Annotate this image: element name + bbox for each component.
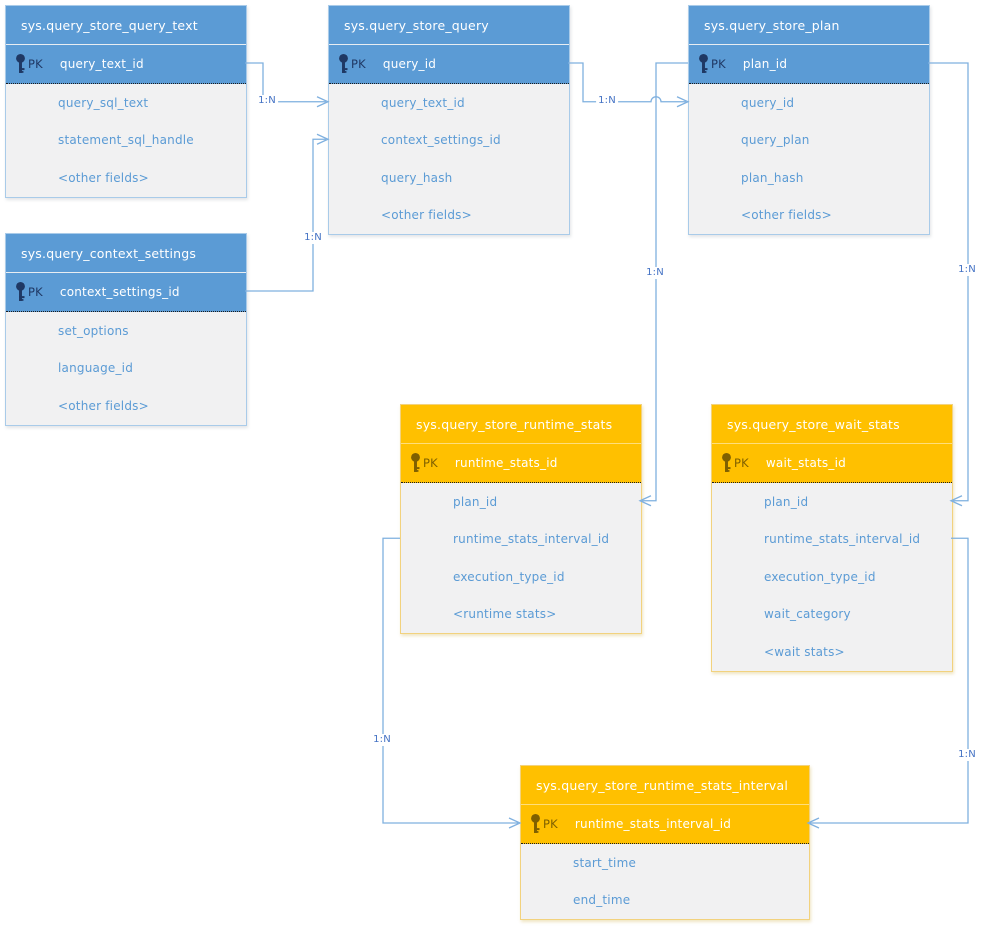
pk-field-name: plan_id: [742, 57, 788, 71]
field-row: query_text_id: [381, 95, 465, 110]
connector-querytext-to-query[interactable]: [245, 62, 330, 108]
many-arrowhead-icon: [638, 495, 652, 507]
pk-badge: PK: [351, 57, 366, 71]
cardinality-label: 1:N: [302, 232, 324, 244]
cardinality-label: 1:N: [371, 734, 393, 746]
table-title: sys.query_store_runtime_stats_interval: [521, 766, 809, 805]
field-row: runtime_stats_interval_id: [764, 532, 921, 547]
field-row: query_sql_text: [58, 95, 149, 110]
connector-line[interactable]: [245, 138, 326, 292]
primary-key-icon: [698, 54, 709, 74]
many-arrowhead-icon: [316, 96, 330, 108]
field-row: <wait stats>: [764, 644, 845, 659]
primary-key-icon: [530, 814, 541, 834]
pk-field-name: query_id: [382, 57, 437, 71]
field-row: end_time: [573, 893, 631, 908]
pk-field-name: runtime_stats_id: [454, 456, 558, 470]
pk-field-name: query_text_id: [59, 57, 144, 71]
field-row: <other fields>: [58, 170, 149, 185]
pk-field-name: runtime_stats_interval_id: [574, 817, 732, 831]
field-row: <runtime stats>: [453, 607, 557, 622]
pk-row: PK runtime_stats_interval_id: [521, 805, 809, 844]
field-row: query_plan: [741, 133, 810, 148]
field-row: start_time: [573, 855, 637, 870]
table-title: sys.query_store_runtime_stats: [401, 405, 641, 444]
pk-row: PK wait_stats_id: [712, 444, 952, 483]
cardinality-label: 1:N: [644, 267, 666, 279]
primary-key-icon: [338, 54, 349, 74]
pk-row: PK plan_id: [689, 45, 929, 84]
connector-line[interactable]: [568, 62, 686, 103]
connector-plan-to-runtimestats[interactable]: [638, 62, 688, 507]
connector-line[interactable]: [810, 537, 969, 824]
table-title: sys.query_store_wait_stats: [712, 405, 952, 444]
connector-line[interactable]: [642, 62, 688, 502]
pk-row: PK query_text_id: [6, 45, 246, 84]
many-arrowhead-icon: [806, 817, 820, 829]
field-row: language_id: [58, 361, 134, 376]
field-row: <other fields>: [741, 208, 832, 223]
pk-field-name: wait_stats_id: [765, 456, 846, 470]
field-row: <other fields>: [58, 398, 149, 413]
entity-query-context-settings[interactable]: sys.query_context_settings PK context_se…: [5, 233, 247, 426]
field-row: query_hash: [381, 170, 453, 185]
field-row: plan_hash: [741, 170, 804, 185]
pk-field-name: context_settings_id: [59, 285, 180, 299]
pk-badge: PK: [734, 456, 749, 470]
field-row: execution_type_id: [453, 569, 565, 584]
entity-query-store-plan[interactable]: sys.query_store_plan PK plan_id query_id…: [688, 5, 930, 235]
field-row: plan_id: [453, 494, 498, 509]
primary-key-icon: [15, 54, 26, 74]
connector-line[interactable]: [245, 62, 326, 103]
cardinality-label: 1:N: [596, 95, 618, 107]
entity-query-store-query[interactable]: sys.query_store_query PK query_id query_…: [328, 5, 570, 235]
pk-badge: PK: [28, 57, 43, 71]
field-row: wait_category: [764, 607, 851, 622]
pk-badge: PK: [543, 817, 558, 831]
field-row: query_id: [741, 95, 795, 110]
connector-runtimestats-to-interval[interactable]: [382, 537, 522, 829]
many-arrowhead-icon: [508, 817, 522, 829]
pk-badge: PK: [28, 285, 43, 299]
field-row: statement_sql_handle: [58, 133, 194, 148]
field-row: <other fields>: [381, 208, 472, 223]
cardinality-label: 1:N: [256, 95, 278, 107]
field-row: runtime_stats_interval_id: [453, 532, 610, 547]
entity-query-store-wait-stats[interactable]: sys.query_store_wait_stats PK wait_stats…: [711, 404, 953, 672]
primary-key-icon: [721, 453, 732, 473]
entity-query-store-runtime-stats-interval[interactable]: sys.query_store_runtime_stats_interval P…: [520, 765, 810, 920]
cardinality-label: 1:N: [956, 749, 978, 761]
many-arrowhead-icon: [949, 495, 963, 507]
pk-row: PK runtime_stats_id: [401, 444, 641, 483]
table-title: sys.query_store_query: [329, 6, 569, 45]
entity-query-store-runtime-stats[interactable]: sys.query_store_runtime_stats PK runtime…: [400, 404, 642, 634]
connector-line[interactable]: [928, 62, 969, 502]
connector-query-to-plan[interactable]: [568, 62, 690, 108]
many-arrowhead-icon: [676, 96, 690, 108]
connector-plan-to-waitstats[interactable]: [928, 62, 969, 507]
connector-waitstats-to-interval[interactable]: [806, 537, 969, 829]
table-title: sys.query_store_plan: [689, 6, 929, 45]
table-title: sys.query_context_settings: [6, 234, 246, 273]
pk-row: PK query_id: [329, 45, 569, 84]
field-row: plan_id: [764, 494, 809, 509]
connector-contextsettings-to-query[interactable]: [245, 133, 330, 292]
connector-line[interactable]: [382, 537, 518, 824]
field-row: set_options: [58, 323, 129, 338]
many-arrowhead-icon: [316, 133, 330, 145]
cardinality-label: 1:N: [956, 264, 978, 276]
pk-badge: PK: [711, 57, 726, 71]
pk-badge: PK: [423, 456, 438, 470]
pk-row: PK context_settings_id: [6, 273, 246, 312]
primary-key-icon: [410, 453, 421, 473]
table-title: sys.query_store_query_text: [6, 6, 246, 45]
field-row: execution_type_id: [764, 569, 876, 584]
entity-query-store-query-text[interactable]: sys.query_store_query_text PK query_text…: [5, 5, 247, 198]
primary-key-icon: [15, 282, 26, 302]
field-row: context_settings_id: [381, 133, 501, 148]
